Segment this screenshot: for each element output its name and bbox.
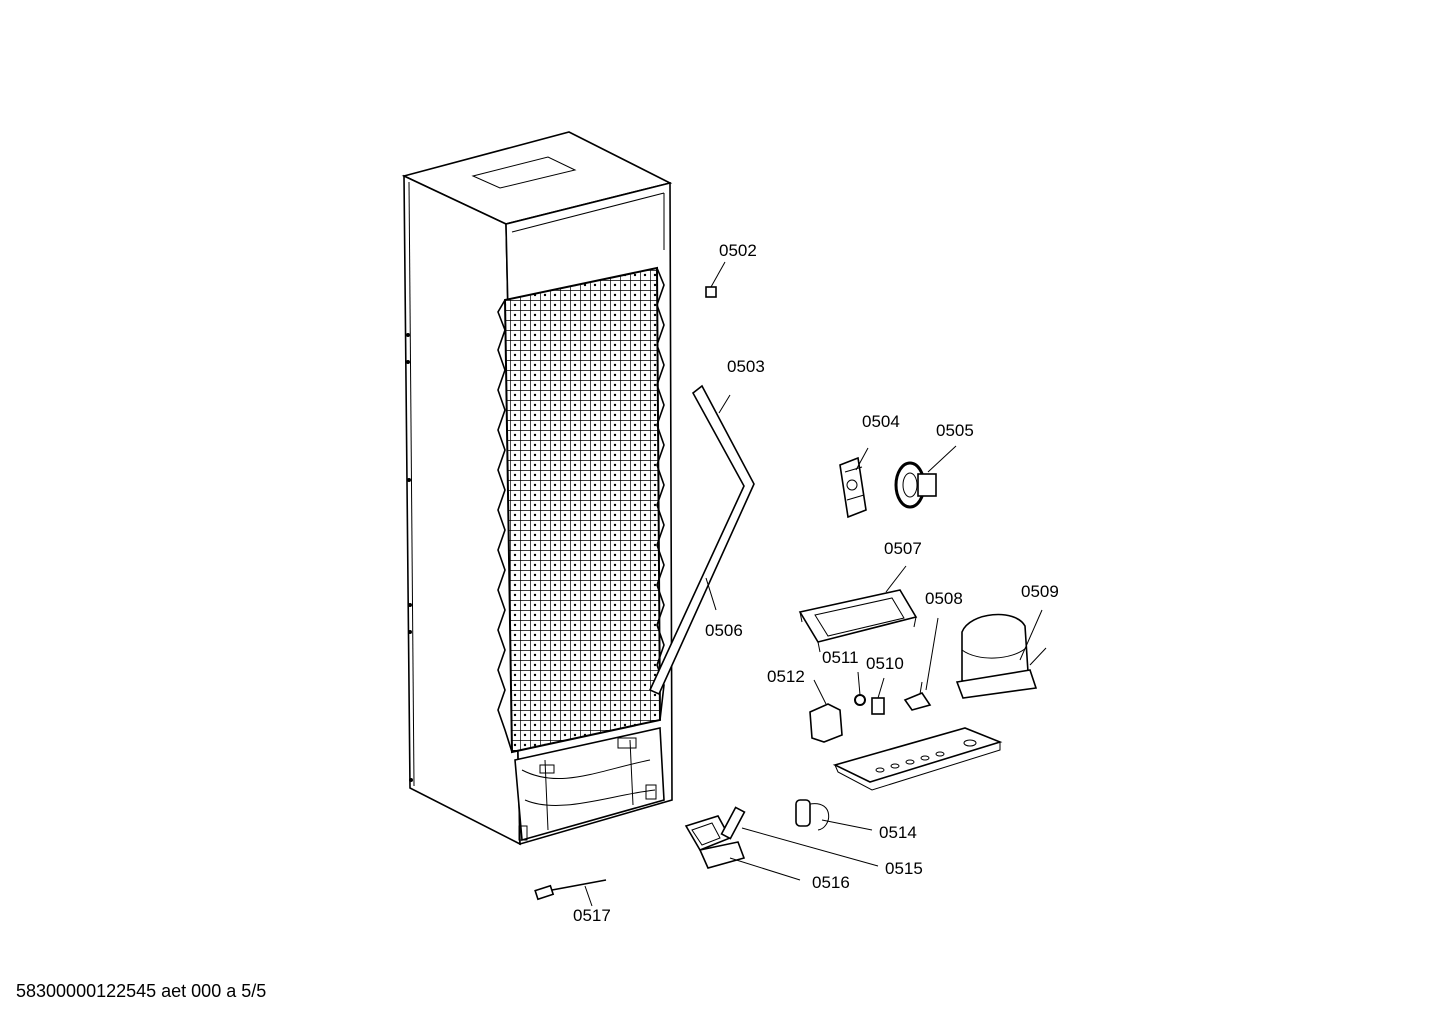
condenser-coil [503, 266, 662, 754]
part-labels: 0502 0503 0504 0505 0506 0507 0508 0509 … [573, 241, 1059, 925]
label-0511: 0511 [822, 648, 859, 667]
drawing-number: 58300000122545 aet 000 a 5/5 [16, 981, 266, 1001]
part-0510-relay [871, 677, 885, 715]
label-0505: 0505 [936, 421, 974, 440]
part-0509-compressor [955, 609, 1047, 699]
label-0502: 0502 [719, 241, 757, 260]
part-0511-plug [854, 671, 866, 706]
part-0503-0506-tube [648, 384, 755, 696]
label-0510: 0510 [866, 654, 904, 673]
part-0505-fan-motor [894, 445, 957, 509]
refrigerator-cabinet [401, 131, 673, 846]
label-0516: 0516 [812, 873, 850, 892]
part-0515-0516-control-unit [684, 806, 879, 881]
label-0515: 0515 [885, 859, 923, 878]
label-0514: 0514 [879, 823, 917, 842]
part-0507-tray [798, 565, 918, 653]
part-0514-capacitor [795, 799, 873, 831]
part-0502-clip [705, 261, 726, 298]
label-0509: 0509 [1021, 582, 1059, 601]
part-0504-fan-grille [839, 447, 869, 519]
label-0506: 0506 [705, 621, 743, 640]
label-0517: 0517 [573, 906, 611, 925]
label-0507: 0507 [884, 539, 922, 558]
label-0503: 0503 [727, 357, 765, 376]
base-plate [832, 727, 1003, 791]
label-0512: 0512 [767, 667, 805, 686]
part-0508-bracket [903, 617, 939, 711]
label-0508: 0508 [925, 589, 963, 608]
part-0512-cover [809, 679, 843, 743]
part-0517-cable [534, 879, 607, 907]
label-0504: 0504 [862, 412, 900, 431]
